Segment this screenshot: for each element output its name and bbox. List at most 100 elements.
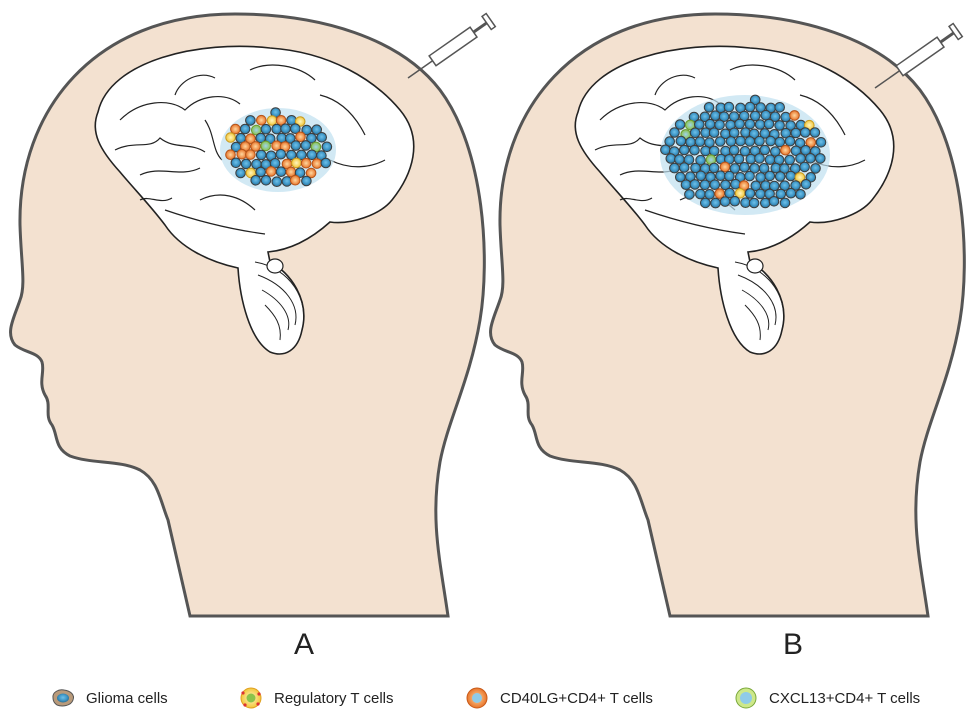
glioma-cell (785, 155, 795, 165)
glioma-cell (666, 154, 676, 164)
glioma-cell (302, 176, 312, 186)
panel-a-illustration (11, 14, 496, 616)
glioma-cell (701, 146, 711, 156)
glioma-cell (766, 136, 776, 146)
glioma-cell (720, 197, 730, 207)
cd40lg-t-cell (790, 111, 800, 121)
glioma-cell (745, 102, 755, 112)
panel-label-a: A (294, 628, 314, 662)
glioma-cell (661, 145, 671, 155)
glioma-cell (775, 172, 785, 182)
glioma-cell (710, 180, 720, 190)
legend-item-treg: Regulatory T cells (238, 684, 394, 712)
cd40lg-t-cell (246, 150, 256, 160)
glioma-cell (775, 103, 785, 113)
brainstem-a (267, 259, 283, 273)
regulatory-t-cell-icon (238, 687, 264, 709)
glioma-cell (709, 146, 719, 156)
glioma-cell (811, 164, 821, 174)
glioma-cell (705, 190, 715, 200)
cd40lg-t-cell (296, 132, 306, 142)
glioma-cell (755, 154, 765, 164)
glioma-cell (746, 154, 756, 164)
glioma-cell (711, 198, 721, 208)
regulatory-t-cell (267, 116, 277, 126)
cd40lg-t-cell (781, 145, 791, 155)
glioma-cell (272, 177, 282, 187)
cxcl13-t-cell-icon (733, 687, 759, 709)
cxcl13-t-cell (261, 141, 271, 151)
glioma-cell (690, 180, 700, 190)
glioma-cell (680, 145, 690, 155)
glioma-cell (729, 145, 739, 155)
glioma-cell (681, 180, 691, 190)
glioma-cell (701, 198, 711, 208)
cd40lg-t-cell (257, 115, 267, 125)
glioma-cell-icon (50, 688, 76, 708)
legend-label-cxcl13: CXCL13+CD4+ T cells (769, 690, 920, 707)
glioma-cell (726, 137, 736, 147)
glioma-cell (307, 150, 317, 160)
glioma-cell (231, 158, 241, 168)
glioma-cell (711, 111, 721, 121)
legend-item-glioma: Glioma cells (50, 684, 168, 712)
glioma-cell (780, 198, 790, 208)
glioma-cell (704, 103, 714, 113)
glioma-cell (755, 120, 765, 130)
regulatory-t-cell (226, 133, 236, 143)
glioma-cell (785, 136, 795, 146)
glioma-cell (291, 141, 301, 151)
glioma-cell (276, 149, 286, 159)
glioma-cell (734, 154, 744, 164)
glioma-cell (731, 179, 741, 189)
glioma-cell (690, 128, 700, 138)
glioma-cell (765, 171, 775, 181)
glioma-cell (679, 163, 689, 173)
glioma-cell (816, 138, 826, 148)
glioma-cell (769, 197, 779, 207)
glioma-cell (670, 163, 680, 173)
cd40lg-t-cell (312, 159, 322, 169)
glioma-cell (246, 116, 256, 126)
glioma-cell (281, 124, 291, 134)
legend: Glioma cells Regulatory T cells CD40LG+C… (0, 684, 969, 712)
glioma-cell (685, 190, 695, 200)
glioma-cell (709, 128, 719, 138)
glioma-cell (321, 158, 331, 168)
legend-label-cd40lg: CD40LG+CD4+ T cells (500, 690, 653, 707)
glioma-cell (745, 171, 755, 181)
brainstem-b (747, 259, 763, 273)
glioma-cell (801, 180, 811, 190)
glioma-cell (322, 142, 332, 152)
glioma-cell (730, 196, 740, 206)
cd40lg-t-cell (720, 162, 730, 172)
glioma-cell (700, 180, 710, 190)
legend-item-cd40lg: CD40LG+CD4+ T cells (464, 684, 653, 712)
glioma-cell (236, 168, 246, 178)
glioma-cell (755, 136, 765, 146)
regulatory-t-cell (292, 158, 302, 168)
glioma-cell (715, 137, 725, 147)
glioma-cell (261, 176, 271, 186)
cd40lg-t-cell-icon (464, 687, 490, 709)
glioma-cell (741, 128, 751, 138)
glioma-cell (796, 190, 806, 200)
glioma-cell (800, 128, 810, 138)
glioma-cell (690, 145, 700, 155)
panel-label-b: B (783, 628, 803, 662)
glioma-cell (745, 137, 755, 147)
glioma-cell (251, 176, 261, 186)
legend-item-cxcl13: CXCL13+CD4+ T cells (733, 684, 920, 712)
cd40lg-t-cell (301, 158, 311, 168)
glioma-cell (786, 188, 796, 198)
glioma-cell (725, 171, 735, 181)
glioma-cell (241, 159, 251, 169)
glioma-cell (724, 102, 734, 112)
glioma-cell (791, 128, 801, 138)
glioma-cell (716, 171, 726, 181)
glioma-cell (749, 198, 759, 208)
glioma-cell (736, 136, 746, 146)
glioma-cell (765, 155, 775, 165)
glioma-cell (740, 163, 750, 173)
